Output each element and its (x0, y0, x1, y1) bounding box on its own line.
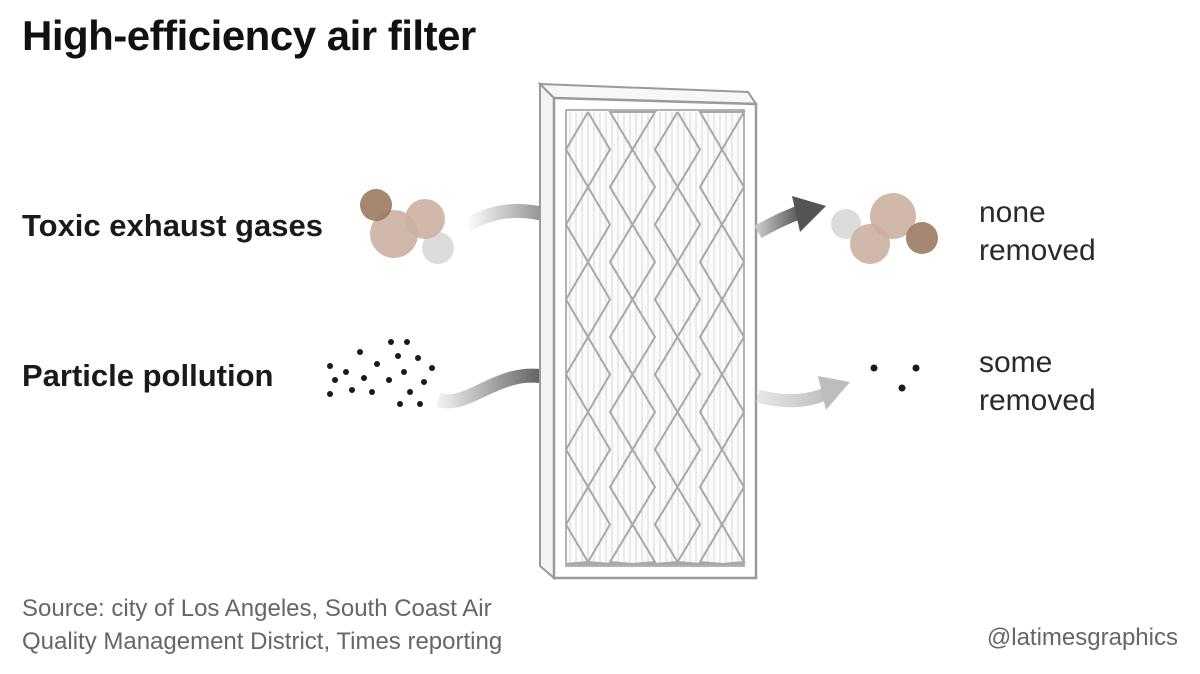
result-gases-line-2: removed (979, 234, 1096, 267)
page-title: High-efficiency air filter (22, 12, 476, 59)
gas-particle (360, 189, 392, 221)
gas-particle (831, 209, 861, 239)
result-particles-line-1: some (979, 346, 1053, 379)
gas-cluster-out (831, 193, 938, 264)
filter-side (539, 81, 555, 581)
result-particles: some removed (979, 344, 1096, 420)
arrow-out-gases (754, 196, 826, 239)
label-particle-pollution: Particle pollution (22, 358, 274, 393)
particle-dots-in (327, 339, 435, 407)
filter-pleats (569, 112, 739, 564)
result-particles-line-2: removed (979, 384, 1096, 417)
gas-particle (870, 193, 916, 239)
gas-particle (906, 222, 938, 254)
source-line-1: Source: city of Los Angeles, South Coast… (22, 595, 492, 622)
gas-cluster-in (360, 189, 454, 264)
air-filter (537, 81, 758, 581)
gas-particle (850, 224, 890, 264)
particle-dots-out (870, 364, 920, 392)
arrow-out-particles (756, 376, 850, 410)
filter-mesh (564, 111, 746, 565)
label-toxic-exhaust-gases: Toxic exhaust gases (22, 208, 323, 243)
result-gases: none removed (979, 194, 1096, 270)
result-gases-line-1: none (979, 196, 1046, 229)
source-note: Source: city of Los Angeles, South Coast… (22, 592, 502, 658)
gas-particle (422, 232, 454, 264)
credit: @latimesgraphics (986, 624, 1178, 651)
source-line-2: Quality Management District, Times repor… (22, 628, 503, 655)
gas-particle (370, 210, 418, 258)
